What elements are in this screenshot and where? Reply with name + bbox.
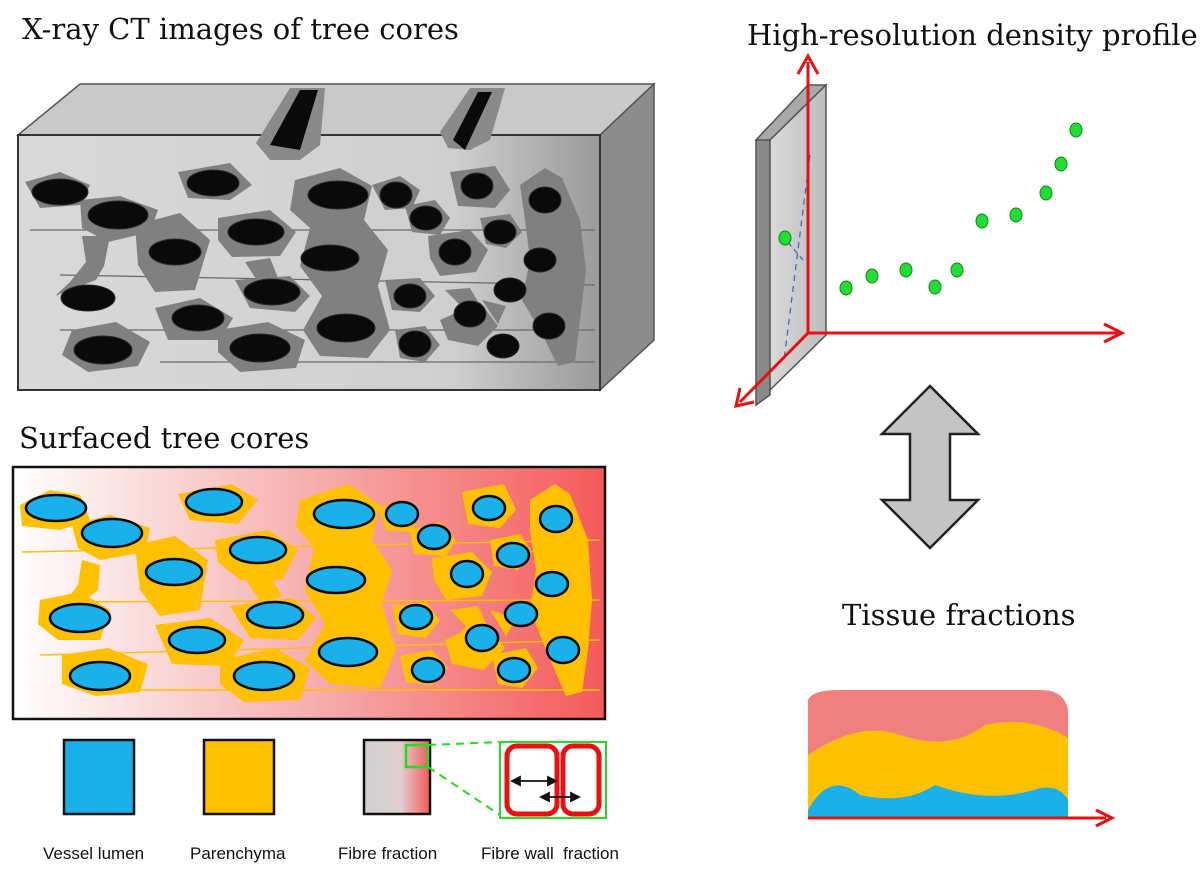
ct-block <box>15 82 656 392</box>
fibre-fraction-swatch <box>362 738 432 816</box>
fibre-wall-fraction-label: Fibre wall fraction <box>481 844 619 863</box>
vessel-lumen-area <box>808 785 1068 818</box>
tissue-fractions-chart <box>808 690 1116 828</box>
surfaced-cores-title: Surfaced tree cores <box>19 421 310 455</box>
density-point <box>1039 185 1053 201</box>
axis-z <box>734 331 810 408</box>
legend-swatches <box>62 738 607 819</box>
density-point <box>950 262 964 278</box>
density-profile-title: High-resolution density profile <box>747 18 1198 52</box>
sample-slab-side <box>755 123 771 407</box>
axis-y <box>796 52 820 333</box>
density-point <box>778 230 792 246</box>
density-point <box>1069 122 1083 138</box>
fibre-wall-zoom-box <box>499 741 607 819</box>
density-point <box>975 213 989 229</box>
parenchyma-label: Parenchyma <box>190 844 286 863</box>
density-point <box>899 262 913 278</box>
density-point <box>928 279 942 295</box>
ct-block-side-face <box>599 82 655 392</box>
parenchyma-area <box>808 721 1068 818</box>
surfaced-core <box>11 465 607 721</box>
density-point <box>865 268 879 284</box>
vessel-lumen-label: Vessel lumen <box>43 844 145 863</box>
density-point <box>1054 156 1068 172</box>
double-headed-vertical-arrow-icon <box>878 384 982 550</box>
density-points <box>778 122 1083 296</box>
density-point <box>839 280 853 296</box>
density-point <box>1009 207 1023 223</box>
density-profile <box>734 52 1126 408</box>
tissue-fractions-title: Tissue fractions <box>842 598 1076 632</box>
vessel-lumen-swatch <box>62 738 136 816</box>
fibre-fraction-label: Fibre fraction <box>338 844 438 863</box>
axis-x <box>808 322 1126 344</box>
zoom-source-box <box>404 743 430 769</box>
ct-block-top-face <box>15 83 656 136</box>
parenchyma-swatch <box>202 738 276 816</box>
ct-images-title: X-ray CT images of tree cores <box>22 12 459 46</box>
